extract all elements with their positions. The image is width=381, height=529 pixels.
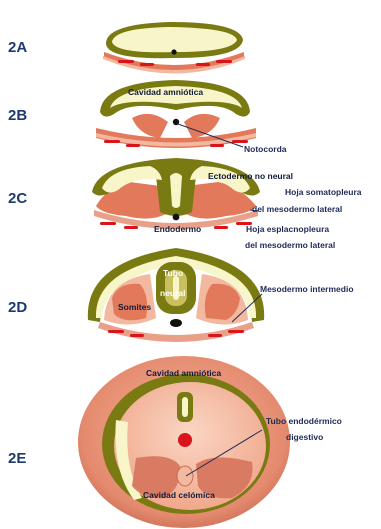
stage-2c-illustration [92,158,260,229]
label-cavidad-amniotica-2b: Cavidad amniótica [128,87,203,97]
label-tubo-endodermico-line1: Tubo endodérmico [266,416,342,426]
panel-label-2b: 2B [8,107,27,124]
stage-2a-illustration [103,22,245,74]
label-cavidad-amniotica-2e: Cavidad amniótica [146,368,221,378]
label-ectodermo-no-neural: Ectodermo no neural [208,171,293,181]
label-hoja-somatopleura-line2: del mesodermo lateral [252,204,342,214]
panel-label-2a: 2A [8,39,27,56]
panel-label-2e: 2E [8,450,26,467]
label-tubo-neural-line1: Tubo [163,268,183,278]
label-tubo-endodermico-line2: digestivo [286,432,323,442]
label-endodermo: Endodermo [154,224,201,234]
panel-label-2c: 2C [8,190,27,207]
label-notocorda: Notocorda [244,144,287,154]
label-hoja-esplacnopleura-line2: del mesodermo lateral [245,240,335,250]
label-hoja-somatopleura-line1: Hoja somatopleura [285,187,362,197]
label-mesodermo-intermedio: Mesodermo intermedio [260,284,354,294]
label-hoja-esplacnopleura-line1: Hoja esplacnopleura [246,224,329,234]
label-tubo-neural-line2: neural [160,288,186,298]
label-cavidad-celomica: Cavidad celómica [143,490,215,500]
panel-label-2d: 2D [8,299,27,316]
label-somites: Somites [118,302,151,312]
stage-2e-illustration [78,356,290,528]
